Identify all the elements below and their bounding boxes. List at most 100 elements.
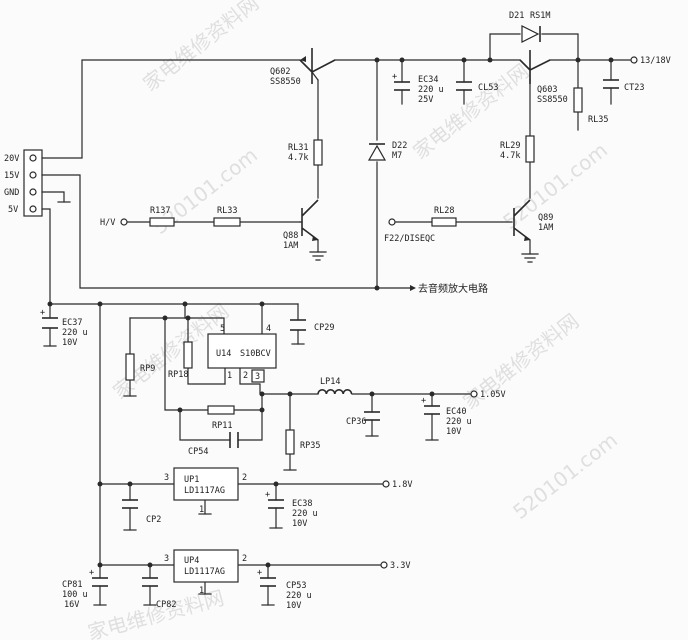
cp81-ref: CP81 — [62, 580, 82, 590]
connector-pin-label: GND — [4, 188, 19, 198]
rl29-ref: RL29 — [500, 141, 520, 151]
regulator-up1: UP1 LD1117AG 3 2 1 — [164, 467, 247, 515]
watermark-cn: 家电维修资料网 — [138, 0, 263, 96]
capacitor-ec40: + EC40 220 u 10V — [421, 396, 472, 437]
cp36-ref: CP36 — [346, 417, 366, 427]
output-1-05v: 1.05V — [470, 390, 506, 400]
up4-part: LD1117AG — [184, 567, 225, 577]
transistor-q602: Q602 SS8550 — [270, 48, 336, 87]
connector-pin-label: 5V — [8, 205, 18, 215]
resistor-r137 — [149, 217, 175, 227]
polarity-mark: + — [40, 308, 45, 318]
hv-input: H/V R137 RL33 — [100, 206, 241, 228]
up1-pin: 2 — [242, 473, 247, 483]
lower-wiring — [49, 303, 471, 606]
u14-pin: 5 — [220, 324, 225, 334]
ec38-ref: EC38 — [292, 499, 312, 509]
cp2-ref: CP2 — [146, 515, 161, 525]
resistor-rp9: RP9 — [125, 353, 155, 381]
resistor-rl29: RL29 4.7k — [500, 135, 535, 163]
rl28-ref: RL28 — [434, 206, 454, 216]
resistor-rp18: RP18 — [168, 341, 193, 380]
cp29-ref: CP29 — [314, 323, 334, 333]
cp81-value: 100 u — [62, 590, 88, 600]
q89-ref: Q89 — [538, 213, 553, 223]
up4-ref: UP4 — [184, 556, 199, 566]
connector-body — [23, 149, 43, 217]
u14-pin: 3 — [255, 372, 260, 382]
rl31-value: 4.7k — [288, 153, 308, 163]
output-13-18v-section: RL35 CT23 13/18V — [573, 56, 671, 125]
wiring — [41, 33, 631, 305]
net-f22: F22/DISEQC — [384, 234, 435, 244]
u14-pin: 1 — [227, 371, 232, 381]
output-3-3v: 3.3V — [380, 561, 410, 571]
transistor-q603: Q603 SS8550 — [519, 50, 568, 105]
capacitor-cl53: CL53 — [456, 81, 498, 93]
regulator-up4: UP4 LD1117AG 3 2 1 — [164, 549, 247, 596]
rl29-value: 4.7k — [500, 151, 520, 161]
net-13-18v: 13/18V — [640, 56, 671, 66]
ec37-value: 220 u — [62, 328, 88, 338]
q89-part: 1AM — [538, 223, 553, 233]
rp35-ref: RP35 — [300, 441, 320, 451]
q88-part: 1AM — [283, 241, 298, 251]
up1-ref: UP1 — [184, 475, 199, 485]
rp11-ref: RP11 — [212, 421, 232, 431]
resistor-rl31: RL31 4.7k — [288, 139, 323, 166]
polarity-mark: + — [392, 72, 397, 82]
rl35-ref: RL35 — [588, 115, 608, 125]
connector-pin-label: 15V — [4, 171, 19, 181]
capacitor-cp54: CP54 — [188, 432, 239, 457]
output-1-8v: 1.8V — [382, 480, 412, 490]
ec34-ref: EC34 — [418, 75, 438, 85]
capacitor-cp36: CP36 — [346, 411, 380, 427]
cp81-voltage: 16V — [64, 600, 79, 610]
capacitor-ec38: + EC38 220 u 10V — [265, 490, 318, 529]
capacitor-ec34: + EC34 220 u 25V — [392, 72, 444, 105]
ct23-ref: CT23 — [624, 83, 644, 93]
q88-ref: Q88 — [283, 231, 298, 241]
connector-pin-label: 20V — [4, 154, 19, 164]
resistor-rl35 — [573, 87, 583, 113]
up4-pin: 1 — [199, 586, 204, 596]
up4-pin: 3 — [164, 554, 169, 564]
junction-dots — [47, 57, 614, 307]
rl31-ref: RL31 — [288, 143, 308, 153]
polarity-mark: + — [265, 490, 270, 500]
ic-u14: U14 S10BCV 5 4 1 2 3 — [207, 324, 277, 383]
ec40-ref: EC40 — [446, 407, 466, 417]
rp9-ref: RP9 — [140, 364, 155, 374]
up1-pin: 3 — [164, 473, 169, 483]
ec34-value: 220 u — [418, 85, 444, 95]
d22-part: M7 — [392, 151, 402, 161]
net-hv: H/V — [100, 218, 115, 228]
audio-amp-output: 去音频放大电路 — [410, 282, 488, 295]
capacitor-cp81: + CP81 100 u 16V — [62, 568, 108, 610]
up1-part: LD1117AG — [184, 486, 225, 496]
ec40-voltage: 10V — [446, 427, 461, 437]
rl33-ref: RL33 — [217, 206, 237, 216]
f22-input: F22/DISEQC RL28 — [384, 206, 457, 244]
q603-part: SS8550 — [537, 95, 568, 105]
capacitor-cp29: CP29 — [290, 319, 334, 333]
u14-ref: U14 — [216, 349, 231, 359]
r137-ref: R137 — [150, 206, 170, 216]
q602-ref: Q602 — [270, 67, 290, 77]
ec38-voltage: 10V — [292, 519, 307, 529]
resistor-rp35: RP35 — [285, 429, 320, 455]
resistor-rp11: RP11 — [207, 405, 235, 431]
ec37-voltage: 10V — [62, 338, 77, 348]
capacitor-cp82: CP82 — [142, 577, 176, 610]
net-3-3v: 3.3V — [390, 561, 410, 571]
q602-part: SS8550 — [270, 77, 301, 87]
q603-ref: Q603 — [537, 85, 557, 95]
ec34-voltage: 25V — [418, 95, 433, 105]
inductor-lp14: LP14 — [317, 377, 353, 395]
ec38-value: 220 u — [292, 509, 318, 519]
ground-symbols — [43, 343, 439, 606]
lp14-ref: LP14 — [320, 377, 340, 387]
transistor-q88: Q88 1AM — [283, 199, 327, 261]
rp18-ref: RP18 — [168, 370, 188, 380]
